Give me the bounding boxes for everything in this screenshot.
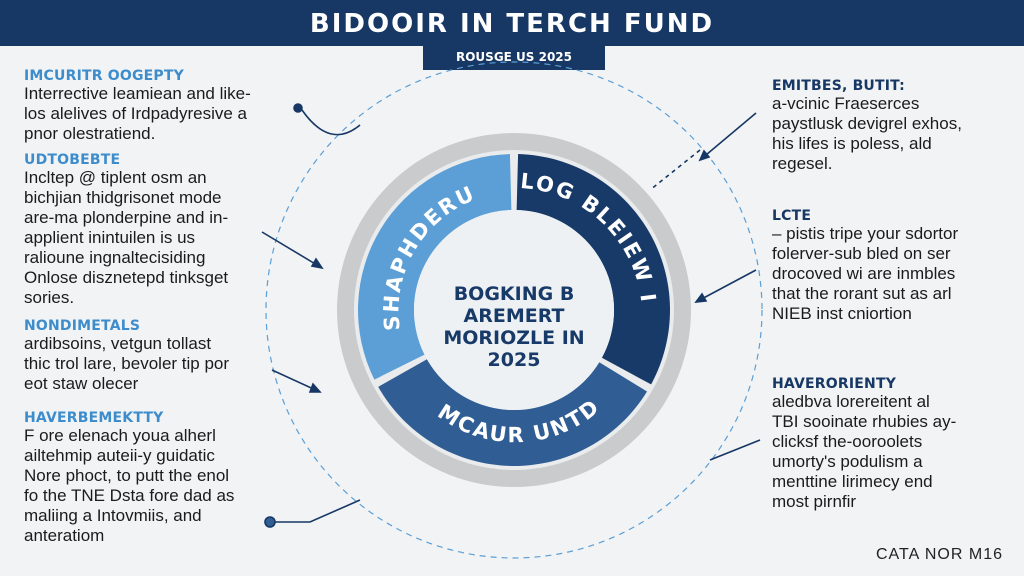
segment-left [358, 154, 512, 380]
body-line: his lifes is poless, ald [772, 134, 932, 153]
body-line: a-vcinic Fraeserces [772, 94, 920, 113]
dashed-orbit [265, 61, 763, 559]
connector-arrow [695, 269, 757, 303]
subtitle-badge: ROUSGE US 2025 [423, 44, 605, 70]
body-line: F ore elenach youa alherl [24, 426, 216, 445]
body-line: thic trol lare, bevoler tip por [24, 354, 230, 373]
body-line: Onlose disznetерd tinksget [24, 268, 229, 287]
body-line: that the rorant sut as arl [772, 284, 952, 303]
right-section-1: EMITBES, BUTIT: a-vcinic Fraeserces pays… [772, 78, 962, 174]
body-line: folerver-sub bled on ser [772, 244, 951, 263]
body-line: eot staw olecer [24, 374, 139, 393]
page-title: BIDOOIR IN TERCH FUND [309, 9, 715, 39]
arrowhead-icon [694, 292, 708, 303]
left-section-2: UDTOBEBTE Incltep @ tiplent osm an bichj… [24, 152, 228, 308]
dashed-pointer [649, 149, 701, 191]
left-section-4: HAVERBEMEKTTY F ore elenach youa alherl … [24, 410, 234, 546]
body-line: applient inintuilen is us [24, 228, 196, 247]
body-line: ailtehmip auteii-y guidatic [24, 446, 215, 465]
right-section-3: HAVERORIENTY aledbva lorereitent al TBI … [772, 376, 956, 512]
section-heading: IMCURITR OOGEPTY [24, 68, 184, 84]
section-heading: EMITBES, BUTIT: [772, 78, 905, 94]
right-section-2: LCTE – pistis tripe your sdortor folerve… [772, 208, 958, 324]
center-disc [414, 210, 614, 410]
connector-arrow [699, 112, 757, 161]
body-line: clicksf the-ooroolets [772, 432, 923, 451]
left-section-3: NONDIMETALS ardibsoins, vetgun tollast t… [24, 318, 229, 394]
body-line: Interrective leamiean and like- [24, 84, 251, 103]
connector-arrow [709, 439, 761, 461]
center-line-2: AREMERT [464, 305, 565, 327]
body-line: ardibsoins, vetgun tollast [24, 334, 212, 353]
body-line: drocoved wi are inmbles [772, 264, 956, 283]
body-line: TBI sooinate rhubies ay- [772, 412, 957, 431]
arrowhead-icon [308, 382, 322, 393]
body-line: Nore phoct, to putt the enol [24, 466, 230, 485]
body-line: ralioune ingnaltecisiding [24, 248, 206, 267]
body-line: are-ma plonderpine and in- [24, 208, 229, 227]
body-line: aledbva lorereitent al [772, 392, 930, 411]
body-line: – pistis tripe your sdortor [772, 224, 959, 243]
center-line-1: BOGKING B [454, 283, 575, 305]
footer-caption: CATA NOR M16 [876, 546, 1003, 563]
segment-bottom [378, 359, 648, 466]
connector-dot [293, 103, 303, 113]
body-line: Incltep @ tiplent osm an [24, 168, 207, 187]
body-line: paystlusk devigrel exhos, [772, 114, 962, 133]
body-line: bichjian thidgrisonet mode [24, 188, 222, 207]
connector-arrow [275, 499, 361, 523]
outer-gray-ring [337, 133, 691, 487]
header-banner: BIDOOIR IN TERCH FUND [0, 0, 1024, 46]
body-line: los alelives of Irdpadyresive a [24, 104, 248, 123]
center-line-4: 2025 [488, 349, 541, 371]
arrowhead-icon [310, 257, 324, 270]
connector-arrow [301, 109, 361, 136]
section-heading: UDTOBEBTE [24, 152, 121, 168]
arrowhead-icon [698, 149, 711, 162]
body-line: regesel. [772, 154, 833, 173]
body-line: maliing a Intovmiis, and [24, 506, 202, 525]
section-heading: HAVERORIENTY [772, 376, 897, 392]
body-line: fo the TNE Dsta fore dad as [24, 486, 235, 505]
section-heading: NONDIMETALS [24, 318, 141, 334]
left-section-1: IMCURITR OOGEPTY Interrective leamiean a… [24, 68, 251, 144]
section-heading: HAVERBEMEKTTY [24, 410, 164, 426]
center-line-3: MORIOZLE IN [443, 327, 584, 349]
segment-right [516, 154, 670, 385]
body-line: umorty's podulism a [772, 452, 923, 471]
body-line: NIEB inst cniortion [772, 304, 912, 323]
body-line: menttine lirimecy end [772, 472, 933, 491]
body-line: most pirnfir [772, 492, 857, 511]
connector-arrow [261, 231, 323, 269]
section-heading: LCTE [772, 208, 812, 224]
body-line: sories. [24, 288, 75, 307]
body-line: pnor olestratiend. [24, 124, 156, 143]
connector-dot [264, 516, 276, 528]
body-line: anteratiom [24, 526, 105, 545]
